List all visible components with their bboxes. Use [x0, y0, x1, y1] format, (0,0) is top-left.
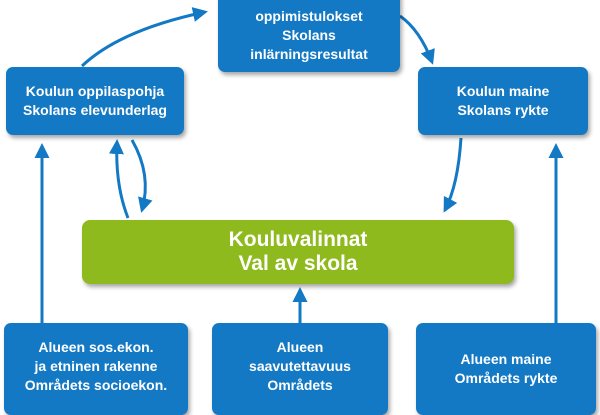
node-school-reputation: Koulun maine Skolans rykte: [418, 67, 588, 135]
node-school-choice: Kouluvalinnat Val av skola: [82, 220, 514, 284]
node-school-learning-results: oppimistulokset Skolans inlärningsresult…: [218, 0, 400, 72]
node-bottom-left-line2: ja etninen rakenne: [34, 358, 158, 374]
node-top-line2: Skolans: [282, 26, 336, 43]
node-right-line2: Skolans rykte: [457, 102, 549, 118]
node-area-socioeconomic-structure: Alueen sos.ekon. ja etninen rakenne Områ…: [4, 323, 188, 415]
node-area-reputation: Alueen maine Områdets rykte: [416, 323, 596, 415]
node-bottom-right-line2: Områdets rykte: [454, 370, 558, 386]
node-center-line2: Val av skola: [238, 252, 358, 275]
arrow-top-to-right: [399, 14, 435, 65]
arrow-right-to-center: [443, 137, 463, 213]
node-right-line1: Koulun maine: [456, 83, 550, 99]
node-top-line1: oppimistulokset: [255, 7, 363, 24]
arrow-left-to-top: [80, 7, 208, 68]
node-bottom-mid-line2: saavutettavuus: [249, 358, 351, 374]
node-bottom-left-line3: Områdets socioekon.: [24, 377, 168, 393]
node-center-line1: Kouluvalinnat: [228, 228, 368, 251]
node-bottom-right-line1: Alueen maine: [460, 351, 552, 367]
node-left-line2: Skolans elevunderlag: [23, 102, 167, 118]
connector-arrows: [34, 7, 564, 325]
node-bottom-left-line1: Alueen sos.ekon.: [38, 339, 154, 355]
node-bottom-mid-line1: Alueen: [276, 339, 324, 355]
arrow-center-to-left: [108, 139, 130, 219]
node-top-line3: inlärningsresultat: [250, 45, 368, 62]
node-area-accessibility: Alueen saavutettavuus Områdets: [212, 323, 388, 415]
node-school-pupil-base: Koulun oppilaspohja Skolans elevunderlag: [6, 67, 184, 135]
node-left-line1: Koulun oppilaspohja: [25, 83, 165, 99]
arrow-left-to-center: [130, 139, 153, 213]
node-bottom-mid-line3: Områdets: [267, 377, 333, 393]
